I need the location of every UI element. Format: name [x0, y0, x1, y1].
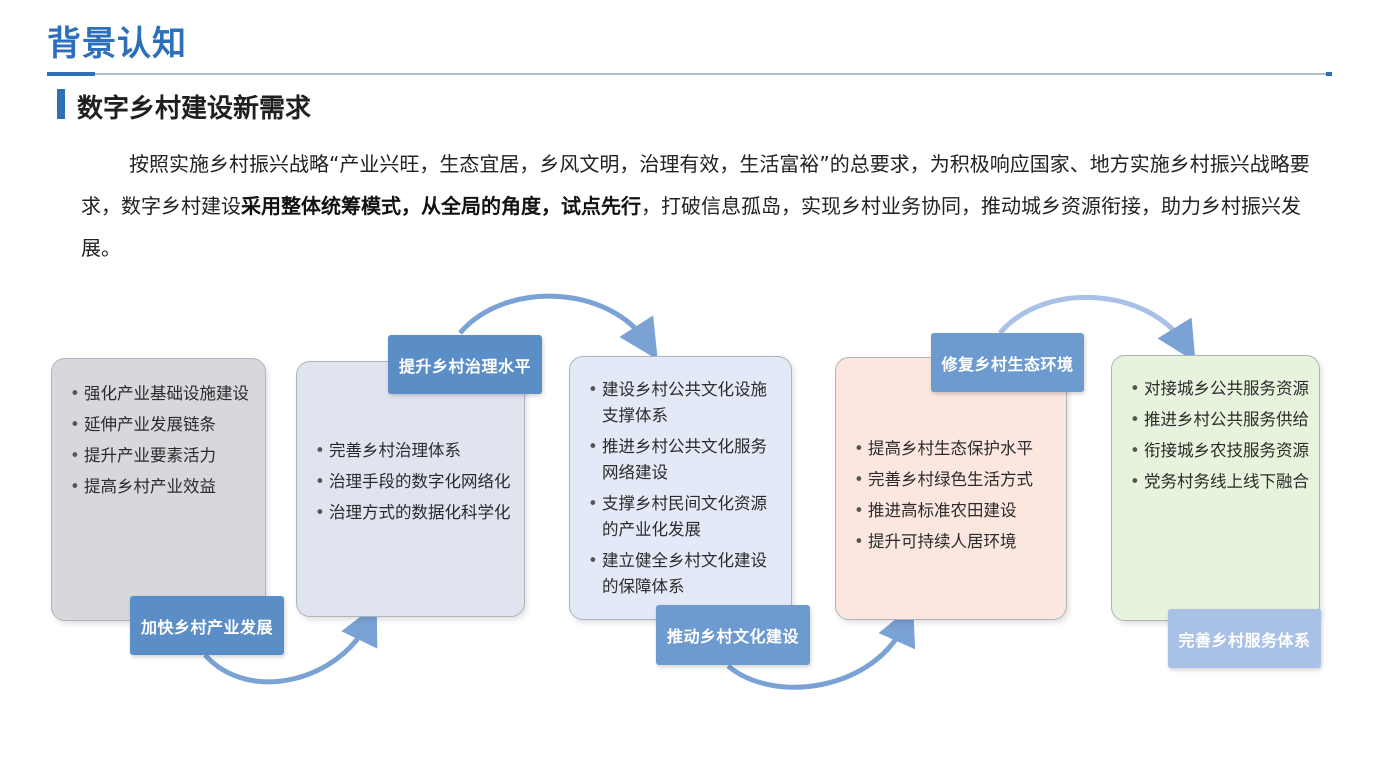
list-item: 衔接城乡农技服务资源 [1120, 438, 1309, 464]
list-item: 延伸产业发展链条 [60, 412, 255, 438]
list-item: 提升可持续人居环境 [844, 529, 1056, 555]
stage-label-culture: 推动乡村文化建设 [656, 605, 810, 665]
intro-paragraph: 按照实施乡村振兴战略“产业兴旺，生态宜居，乡风文明，治理有效，生活富裕”的总要求… [81, 143, 1326, 269]
stage-4-list: 提高乡村生态保护水平 完善乡村绿色生活方式 推进高标准农田建设 提升可持续人居环… [844, 436, 1056, 555]
subtitle-marker [57, 89, 65, 119]
stage-box-governance: 完善乡村治理体系 治理手段的数字化网络化 治理方式的数据化科学化 [296, 361, 525, 617]
list-item: 支撑乡村民间文化资源的产业化发展 [578, 491, 781, 543]
list-item: 强化产业基础设施建设 [60, 381, 255, 407]
section-subtitle: 数字乡村建设新需求 [77, 94, 312, 124]
list-item: 对接城乡公共服务资源 [1120, 376, 1309, 402]
page-title: 背景认知 [47, 24, 187, 64]
arrow-2-to-3 [458, 293, 658, 360]
list-item: 建立健全乡村文化建设的保障体系 [578, 548, 781, 600]
list-item: 治理手段的数字化网络化 [305, 469, 514, 495]
title-accent-bar [47, 72, 95, 76]
list-item: 推进高标准农田建设 [844, 498, 1056, 524]
stage-label-governance: 提升乡村治理水平 [388, 335, 542, 394]
list-item: 完善乡村治理体系 [305, 438, 514, 464]
stage-label-ecology: 修复乡村生态环境 [931, 333, 1084, 392]
stage-label-services: 完善乡村服务体系 [1168, 609, 1321, 668]
list-item: 完善乡村绿色生活方式 [844, 467, 1056, 493]
list-item: 推进乡村公共文化服务网络建设 [578, 434, 781, 486]
stage-2-list: 完善乡村治理体系 治理手段的数字化网络化 治理方式的数据化科学化 [305, 438, 514, 526]
stage-box-culture: 建设乡村公共文化设施支撑体系 推进乡村公共文化服务网络建设 支撑乡村民间文化资源… [569, 356, 792, 620]
stage-5-list: 对接城乡公共服务资源 推进乡村公共服务供给 衔接城乡农技服务资源 党务村务线上线… [1120, 376, 1309, 495]
list-item: 提高乡村产业效益 [60, 474, 255, 500]
list-item: 提升产业要素活力 [60, 443, 255, 469]
title-divider-end [1326, 72, 1332, 76]
intro-text-part2: ，打破信息孤岛，实现乡村业务协同，推动城乡资源衔接，助力乡村振兴发展。 [81, 194, 1301, 260]
list-item: 党务村务线上线下融合 [1120, 469, 1309, 495]
intro-text-bold: 采用整体统筹模式，从全局的角度，试点先行 [241, 194, 641, 218]
arrow-1-to-2 [203, 603, 378, 685]
title-divider [47, 73, 1332, 75]
stage-3-list: 建设乡村公共文化设施支撑体系 推进乡村公共文化服务网络建设 支撑乡村民间文化资源… [578, 377, 781, 600]
stage-1-list: 强化产业基础设施建设 延伸产业发展链条 提升产业要素活力 提高乡村产业效益 [60, 381, 255, 500]
list-item: 治理方式的数据化科学化 [305, 500, 514, 526]
list-item: 建设乡村公共文化设施支撑体系 [578, 377, 781, 429]
list-item: 提高乡村生态保护水平 [844, 436, 1056, 462]
intro-text-part1: 按照实施乡村振兴战略“产业兴旺，生态宜居，乡风文明，治理有效，生活富裕”的总要求… [81, 152, 1310, 218]
list-item: 推进乡村公共服务供给 [1120, 407, 1309, 433]
arrow-4-to-5 [998, 294, 1196, 363]
stage-label-industry: 加快乡村产业发展 [130, 596, 284, 655]
arrow-3-to-4 [726, 604, 916, 690]
stage-box-services: 对接城乡公共服务资源 推进乡村公共服务供给 衔接城乡农技服务资源 党务村务线上线… [1111, 355, 1320, 621]
stage-box-ecology: 提高乡村生态保护水平 完善乡村绿色生活方式 推进高标准农田建设 提升可持续人居环… [835, 357, 1067, 620]
stage-box-industry: 强化产业基础设施建设 延伸产业发展链条 提升产业要素活力 提高乡村产业效益 [51, 358, 266, 621]
